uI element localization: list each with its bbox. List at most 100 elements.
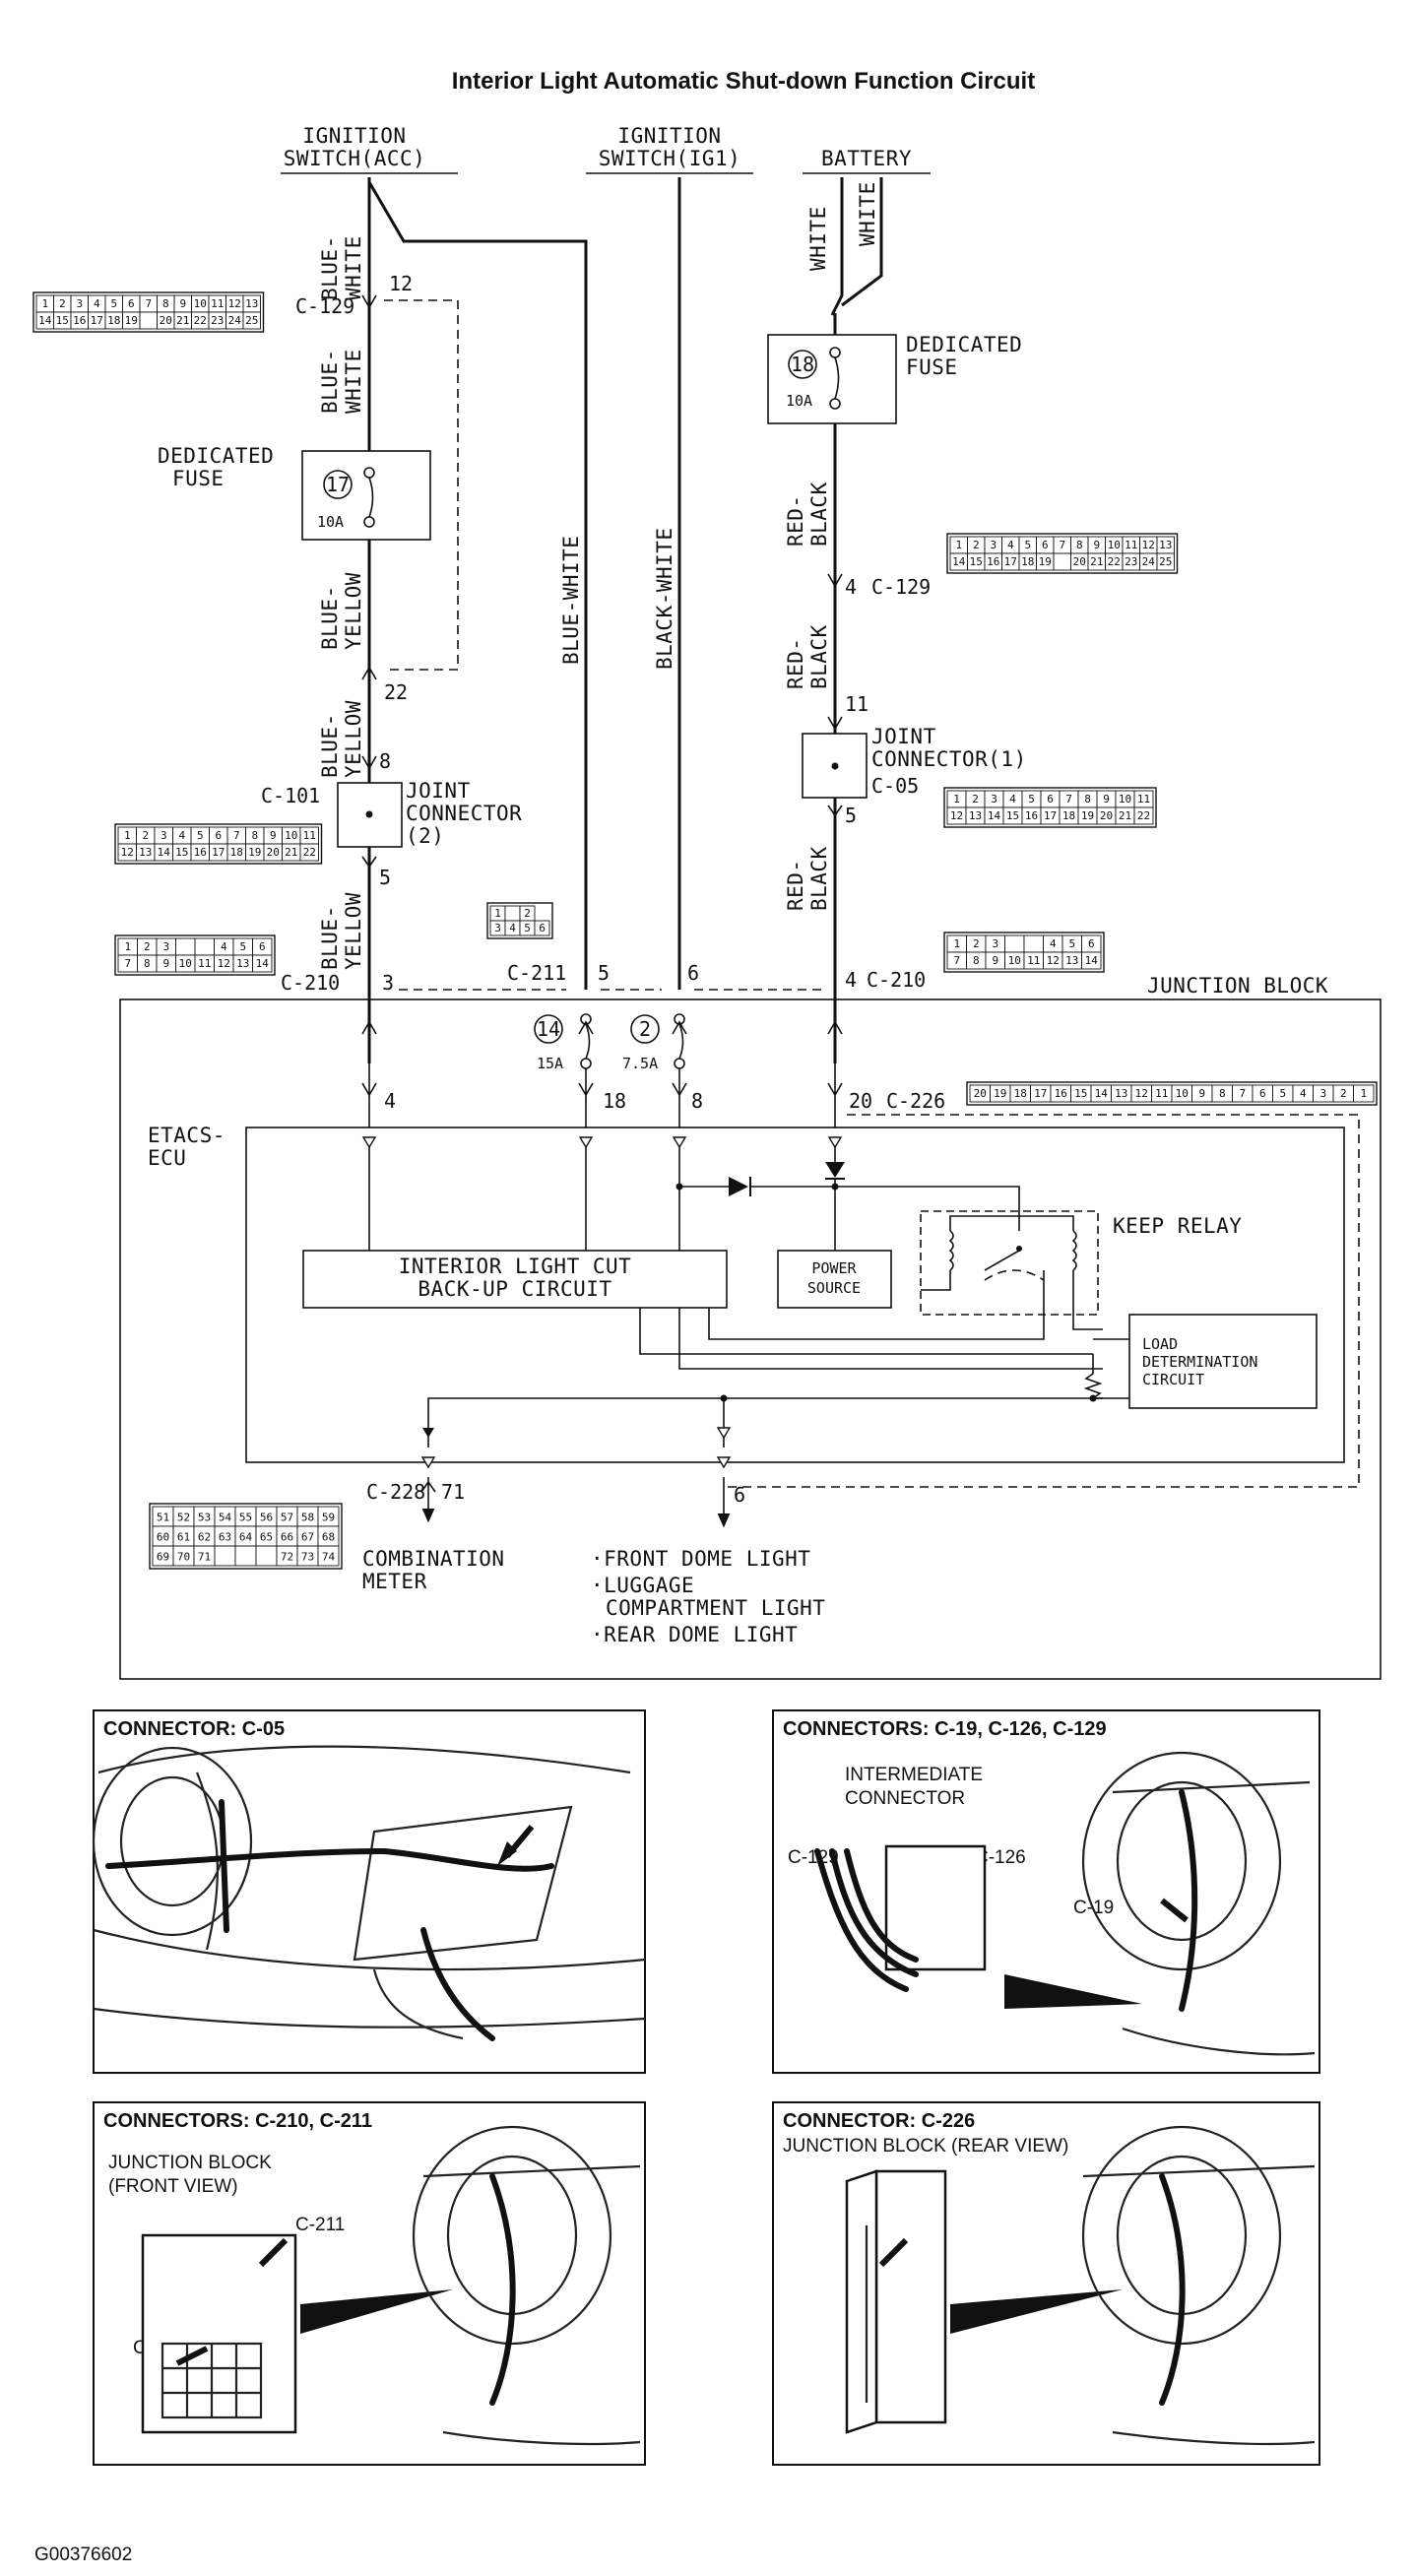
- pin-number: 7: [1239, 1087, 1246, 1100]
- pin-number: 9: [1198, 1087, 1205, 1100]
- pin-number: 6: [1259, 1087, 1266, 1100]
- svg-text:BLACK: BLACK: [807, 482, 831, 547]
- pin-number: 5: [1028, 793, 1035, 805]
- source-ignition-ig1: IGNITION SWITCH(IG1): [586, 124, 753, 174]
- pin-number: 16: [73, 314, 86, 327]
- pin-number: 2: [524, 907, 531, 920]
- svg-text:CONNECTOR: CONNECTOR: [845, 1788, 965, 1809]
- pin-number: 8: [1076, 539, 1083, 551]
- svg-text:17: 17: [326, 473, 350, 496]
- pin-number: 3: [76, 297, 83, 310]
- svg-text:BLACK: BLACK: [807, 846, 831, 911]
- pin-cell: [1004, 934, 1025, 953]
- pin-number: 2: [1340, 1087, 1347, 1100]
- svg-text:5: 5: [379, 866, 391, 889]
- pin-number: 21: [1090, 555, 1103, 568]
- svg-text:CONNECTOR: C-226: CONNECTOR: C-226: [783, 2110, 975, 2132]
- pin-number: 18: [1021, 555, 1034, 568]
- pin-cell: [242, 311, 261, 330]
- pin-number: 1: [953, 937, 960, 950]
- pin-number: 10: [285, 829, 297, 842]
- pin-number: 51: [157, 1511, 169, 1523]
- svg-text:C-210: C-210: [867, 968, 926, 992]
- pin-number: 3: [161, 829, 167, 842]
- svg-text:COMPARTMENT LIGHT: COMPARTMENT LIGHT: [606, 1596, 825, 1620]
- figure-id: G00376602: [34, 2544, 132, 2565]
- svg-text:22: 22: [384, 680, 408, 704]
- pin-cell: [255, 1545, 278, 1567]
- svg-text:C-129: C-129: [871, 575, 931, 599]
- svg-text:BLACK: BLACK: [807, 624, 831, 689]
- c226-return-dash: [724, 1114, 1360, 1488]
- svg-text:CONNECTORS: C-210, C-211: CONNECTORS: C-210, C-211: [103, 2110, 372, 2132]
- svg-text:SOURCE: SOURCE: [807, 1279, 861, 1297]
- pin-number: 13: [1065, 954, 1078, 967]
- svg-text:C-101: C-101: [261, 784, 320, 807]
- ecu-entry-markers: [361, 1136, 843, 1149]
- pin-number: 67: [301, 1530, 314, 1543]
- wire-labels: BLUE- WHITE BLUE- WHITE BLUE- YELLOW BLU…: [318, 181, 879, 970]
- pin-cell: [194, 937, 215, 956]
- pin-number: 1: [955, 539, 962, 551]
- block-load-determination: LOAD DETERMINATION CIRCUIT: [1083, 1314, 1318, 1409]
- svg-text:C-129: C-129: [788, 1847, 839, 1868]
- pin-number: 4: [1050, 937, 1057, 950]
- svg-text:(FRONT VIEW): (FRONT VIEW): [108, 2176, 238, 2197]
- pin-number: 25: [245, 314, 258, 327]
- svg-text:4: 4: [845, 968, 857, 992]
- pin-number: 6: [128, 297, 135, 310]
- svg-text:JOINT: JOINT: [871, 725, 936, 748]
- pin-number: 12: [950, 809, 963, 822]
- svg-text:10A: 10A: [317, 513, 344, 531]
- svg-text:POWER: POWER: [811, 1259, 857, 1277]
- pin-number: 19: [248, 846, 261, 859]
- svg-text:7.5A: 7.5A: [622, 1055, 658, 1072]
- pin-number: 25: [1159, 555, 1172, 568]
- pin-number: 13: [139, 846, 152, 859]
- svg-text:WHITE: WHITE: [342, 235, 365, 300]
- pin-number: 22: [1137, 809, 1150, 822]
- pin-number: 15: [175, 846, 188, 859]
- pin-number: 15: [1074, 1087, 1087, 1100]
- svg-text:IGNITION: IGNITION: [617, 124, 721, 148]
- svg-text:BLUE-: BLUE-: [318, 713, 342, 778]
- pin-number: 2: [972, 793, 979, 805]
- pin-number: 20: [160, 314, 172, 327]
- pin-cell: [1156, 552, 1175, 571]
- pin-cell: [175, 937, 196, 956]
- pin-number: 12: [1135, 1087, 1148, 1100]
- pin-number: 66: [281, 1530, 293, 1543]
- pin-cell: [252, 954, 273, 973]
- pin-number: 53: [198, 1511, 211, 1523]
- pin-number: 7: [145, 297, 152, 310]
- pin-number: 9: [992, 954, 998, 967]
- pin-number: 13: [1115, 1087, 1127, 1100]
- pin-number: 9: [179, 297, 186, 310]
- pin-number: 3: [1319, 1087, 1326, 1100]
- pin-number: 5: [1024, 539, 1031, 551]
- pin-cell: [1353, 1084, 1375, 1103]
- svg-text:IGNITION: IGNITION: [302, 124, 406, 148]
- output-pins: C-228 71 6: [366, 1480, 745, 1507]
- pin-number: 8: [162, 297, 169, 310]
- pin-number: 65: [260, 1530, 273, 1543]
- pin-number: 2: [973, 937, 980, 950]
- pin-number: 3: [990, 539, 997, 551]
- block-backup-circuit: INTERIOR LIGHT CUT BACK-UP CIRCUIT: [302, 1250, 728, 1309]
- pin-number: 11: [1027, 954, 1040, 967]
- pin-number: 11: [1155, 1087, 1168, 1100]
- pin-number: 16: [1025, 809, 1038, 822]
- pin-number: 5: [197, 829, 204, 842]
- pin-number: 20: [1073, 555, 1086, 568]
- pin-number: 55: [239, 1511, 252, 1523]
- output-lights: ·FRONT DOME LIGHT ·LUGGAGE COMPARTMENT L…: [591, 1547, 825, 1646]
- connector-c129-battery: 4 C-129: [827, 573, 931, 599]
- source-ignition-acc: IGNITION SWITCH(ACC): [281, 124, 458, 174]
- pin-number: 19: [1039, 555, 1052, 568]
- svg-text:RED-: RED-: [784, 494, 807, 547]
- junction-block: JUNCTION BLOCK: [119, 974, 1382, 1680]
- pin-number: 14: [1085, 954, 1099, 967]
- svg-text:C-129: C-129: [295, 294, 354, 318]
